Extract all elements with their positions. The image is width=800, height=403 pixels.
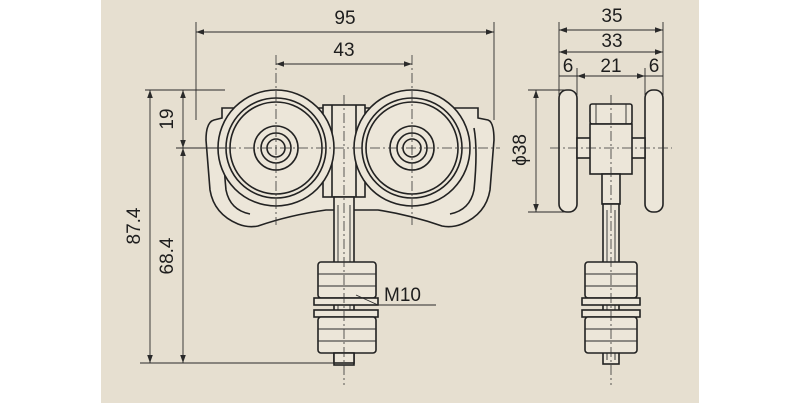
dim-95: 95 xyxy=(334,8,355,29)
side-dimensions xyxy=(528,22,664,213)
side-wheel-left xyxy=(558,89,578,213)
dim-phi38: ϕ38 xyxy=(510,134,531,166)
dim-33: 33 xyxy=(601,31,622,52)
side-wheel-right xyxy=(644,89,664,213)
dim-68-4: 68.4 xyxy=(157,237,178,274)
label-m10: M10 xyxy=(384,285,421,306)
dim-6-left: 6 xyxy=(563,56,574,77)
dim-35: 35 xyxy=(601,6,622,27)
dim-6-right: 6 xyxy=(649,56,660,77)
dim-43: 43 xyxy=(333,40,354,61)
front-view xyxy=(190,55,500,385)
dim-21: 21 xyxy=(600,56,621,77)
dim-19: 19 xyxy=(157,108,178,129)
front-dimensions xyxy=(140,22,495,364)
dim-87-4: 87.4 xyxy=(124,207,145,244)
side-view xyxy=(550,89,672,385)
